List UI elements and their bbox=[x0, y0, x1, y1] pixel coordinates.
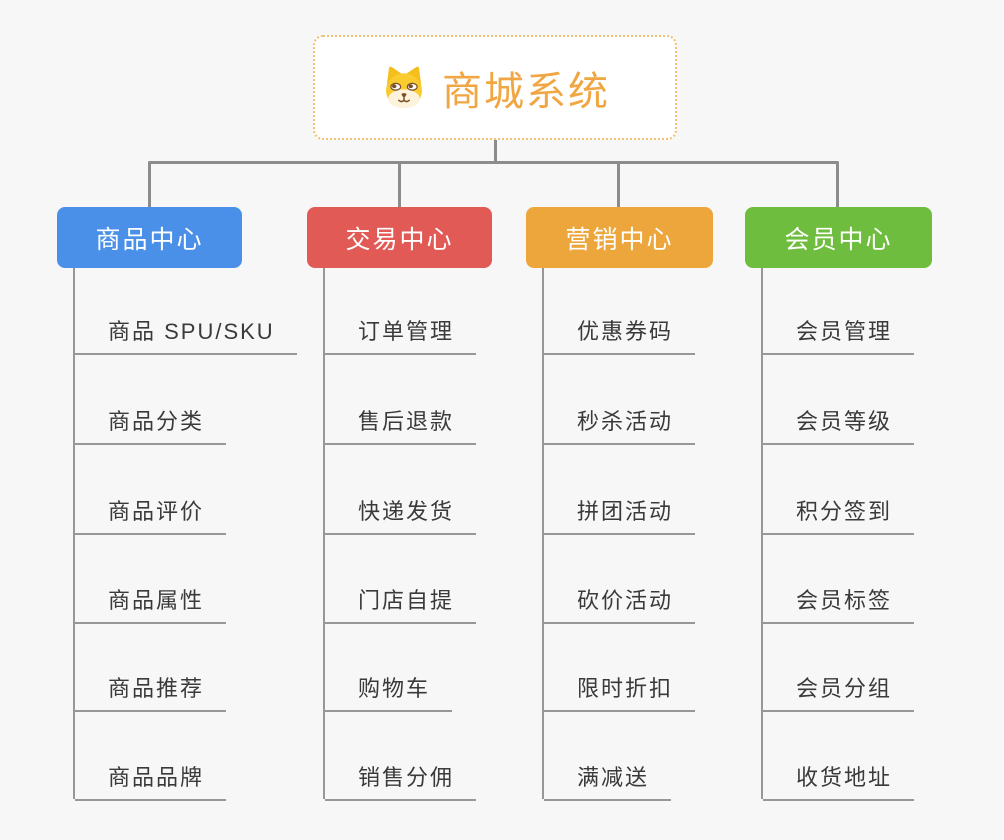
leaf-node[interactable]: 拼团活动 bbox=[544, 499, 696, 535]
leaf-node[interactable]: 商品品牌 bbox=[75, 765, 227, 801]
branch-column-products: 商品 SPU/SKU 商品分类 商品评价 商品属性 商品推荐 商品品牌 bbox=[73, 268, 353, 801]
leaf-node[interactable]: 商品评价 bbox=[75, 499, 227, 535]
branch-node-marketing[interactable]: 营销中心 bbox=[526, 207, 713, 268]
branch-column-trade: 订单管理 售后退款 快递发货 门店自提 购物车 销售分佣 bbox=[323, 268, 603, 801]
leaf-node[interactable]: 积分签到 bbox=[763, 499, 915, 535]
branch-node-trade[interactable]: 交易中心 bbox=[307, 207, 492, 268]
connector-drop-members bbox=[836, 163, 839, 208]
branch-node-members[interactable]: 会员中心 bbox=[745, 207, 932, 268]
leaf-node[interactable]: 购物车 bbox=[325, 676, 453, 712]
leaf-node[interactable]: 会员管理 bbox=[763, 319, 915, 355]
connector-drop-marketing bbox=[617, 163, 620, 208]
leaf-node[interactable]: 会员标签 bbox=[763, 588, 915, 624]
connector-drop-trade bbox=[398, 163, 401, 208]
connector-horizontal-bar bbox=[148, 161, 839, 164]
leaf-node[interactable]: 满减送 bbox=[544, 765, 672, 801]
connector-drop-products bbox=[148, 163, 151, 208]
leaf-node[interactable]: 门店自提 bbox=[325, 588, 477, 624]
connector-root-stub bbox=[494, 139, 497, 163]
leaf-node[interactable]: 快递发货 bbox=[325, 499, 477, 535]
branch-node-products[interactable]: 商品中心 bbox=[57, 207, 242, 268]
root-node[interactable]: 商城系统 bbox=[313, 35, 677, 140]
branch-column-members: 会员管理 会员等级 积分签到 会员标签 会员分组 收货地址 bbox=[761, 268, 1004, 801]
leaf-node[interactable]: 销售分佣 bbox=[325, 765, 477, 801]
root-title: 商城系统 bbox=[442, 69, 610, 114]
leaf-node[interactable]: 会员分组 bbox=[763, 676, 915, 712]
leaf-node[interactable]: 商品 SPU/SKU bbox=[75, 319, 297, 355]
leaf-node[interactable]: 优惠券码 bbox=[544, 319, 696, 355]
leaf-node[interactable]: 订单管理 bbox=[325, 319, 477, 355]
leaf-node[interactable]: 售后退款 bbox=[325, 409, 477, 445]
leaf-node[interactable]: 限时折扣 bbox=[544, 676, 696, 712]
leaf-node[interactable]: 商品推荐 bbox=[75, 676, 227, 712]
leaf-node[interactable]: 商品属性 bbox=[75, 588, 227, 624]
leaf-node[interactable]: 会员等级 bbox=[763, 409, 915, 445]
dog-icon bbox=[386, 66, 422, 109]
leaf-node[interactable]: 商品分类 bbox=[75, 409, 227, 445]
leaf-node[interactable]: 砍价活动 bbox=[544, 588, 696, 624]
branch-column-marketing: 优惠券码 秒杀活动 拼团活动 砍价活动 限时折扣 满减送 bbox=[542, 268, 822, 801]
leaf-node[interactable]: 秒杀活动 bbox=[544, 409, 696, 445]
leaf-node[interactable]: 收货地址 bbox=[763, 765, 915, 801]
